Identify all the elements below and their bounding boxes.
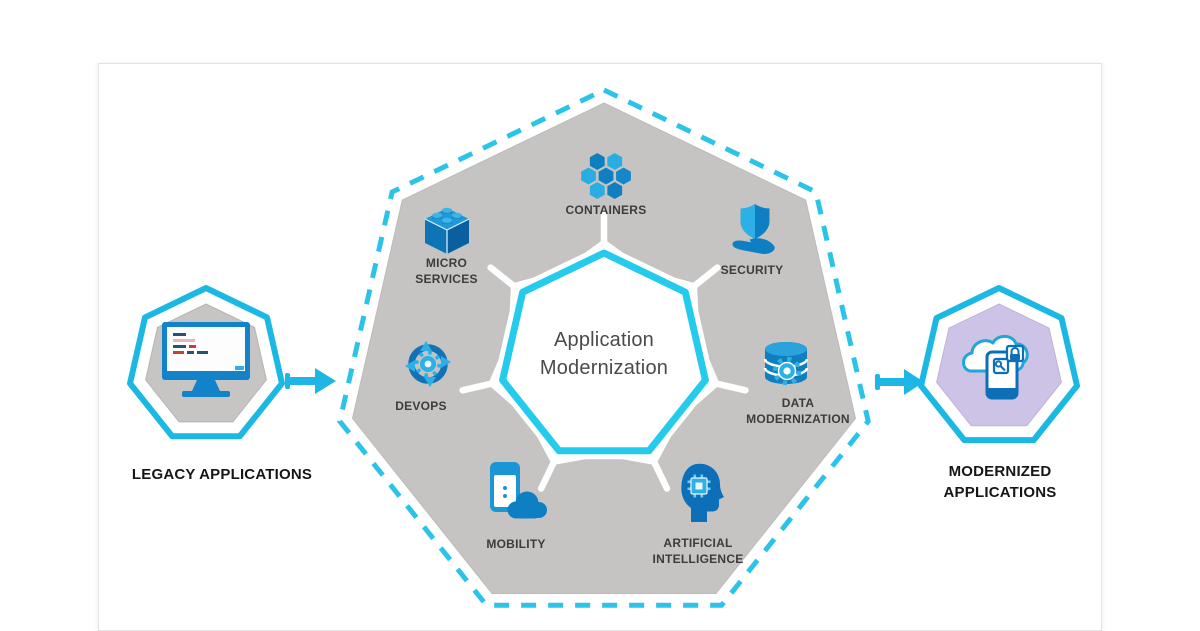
label-devops: DEVOPS — [395, 399, 447, 413]
center-title: Application Modernization — [539, 329, 669, 379]
label-security: SECURITY — [720, 263, 784, 277]
database-gear-icon — [763, 342, 809, 386]
label-mobility: MOBILITY — [486, 537, 546, 551]
label-containers: CONTAINERS — [565, 203, 647, 217]
legacy-to-center-arrow — [285, 368, 336, 394]
code-lines — [173, 333, 244, 370]
cloud-mobile-icon — [962, 334, 1029, 400]
legacy-monitor-icon — [162, 322, 250, 397]
key-app-icon — [992, 357, 1010, 375]
label-modernized-applications: MODERNIZED APPLICATIONS — [943, 463, 1057, 501]
label-data-modernization: DATA MODERNIZATION — [746, 396, 850, 426]
label-micro-services: MICRO SERVICES — [415, 256, 478, 286]
block-studs — [432, 207, 462, 224]
building-block-icon — [424, 207, 470, 254]
devops-loop-gear-icon — [405, 341, 451, 387]
phone-cloud-icon — [490, 462, 547, 519]
hexagon-cluster-icon — [579, 151, 633, 201]
center-to-modernized-arrow — [875, 369, 924, 395]
lock-app-icon — [1005, 344, 1025, 363]
shield-in-hand-icon — [732, 204, 775, 254]
center-heptagon-cyan-ring — [499, 249, 709, 455]
outer-dashed-heptagon — [337, 87, 871, 608]
label-legacy-applications: LEGACY APPLICATIONS — [131, 466, 313, 483]
head-chip-icon — [681, 463, 724, 522]
label-artificial-intelligence: ARTIFICIAL INTELLIGENCE — [652, 536, 744, 566]
